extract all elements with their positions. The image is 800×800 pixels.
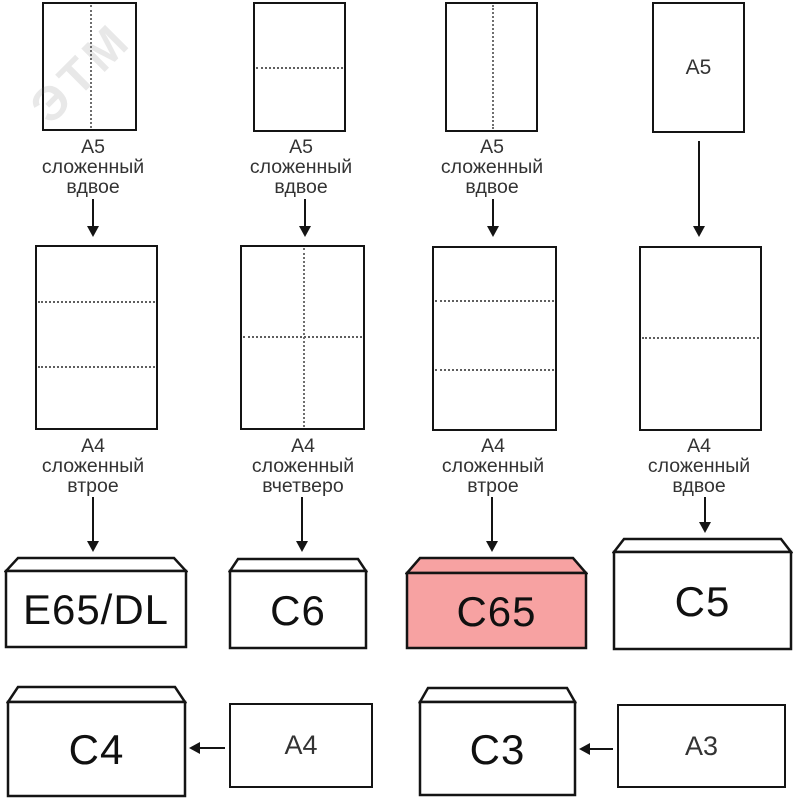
fold-line-horizontal	[435, 369, 554, 372]
envelope-c5: C5	[612, 537, 793, 651]
envelope-label: C3	[469, 725, 526, 773]
envelope-body	[4, 569, 188, 649]
arrow-down-icon	[486, 497, 498, 552]
envelope-c3: C3	[418, 686, 577, 797]
envelope-label: C6	[270, 586, 326, 634]
paper-a4-col4	[639, 246, 762, 431]
fold-line-horizontal	[256, 67, 343, 69]
paper-a4-col3	[432, 246, 557, 431]
caption-line: A5	[289, 136, 313, 158]
envelope-c65-highlighted: C65	[405, 556, 588, 650]
caption-line: вдвое	[672, 475, 726, 497]
caption-line: сложенный	[41, 156, 145, 178]
caption-line: вчетверо	[262, 475, 344, 497]
envelope-body	[405, 571, 588, 650]
envelope-body	[6, 700, 187, 798]
envelope-body	[612, 550, 793, 651]
caption-a4-col2: A4 сложенный вчетверо	[203, 436, 403, 496]
paper-a4-source: A4	[229, 703, 373, 788]
caption-a4-col4: A4 сложенный вдвое	[599, 436, 799, 496]
fold-line-vertical	[89, 5, 92, 128]
caption-a5-col2: A5 сложенный вдвое	[201, 137, 401, 197]
envelope-label: C4	[68, 726, 125, 773]
caption-line: A5	[480, 136, 504, 158]
envelope-body	[228, 569, 368, 650]
caption-line: вдвое	[66, 176, 120, 198]
caption-line: A4	[481, 435, 505, 457]
caption-line: вдвое	[465, 176, 519, 198]
caption-a4-col3: A4 сложенный втрое	[393, 436, 593, 496]
fold-line-horizontal	[435, 300, 554, 303]
caption-line: сложенный	[440, 156, 544, 178]
paper-label: A4	[284, 730, 318, 760]
paper-a5-col4: A5	[652, 2, 745, 133]
fold-line-horizontal	[642, 336, 759, 339]
fold-line-horizontal	[38, 301, 155, 304]
caption-line: втрое	[467, 475, 519, 497]
envelope-label: C65	[456, 587, 537, 635]
caption-line: A5	[81, 136, 105, 158]
paper-a5-col2	[253, 2, 346, 132]
envelope-e65-dl: E65/DL	[4, 556, 188, 649]
arrow-down-icon	[296, 497, 308, 552]
caption-line: сложенный	[441, 455, 545, 477]
envelope-c6: C6	[228, 557, 368, 650]
paper-a5-col3	[445, 2, 538, 132]
caption-a4-col1: A4 сложенный втрое	[0, 436, 193, 496]
fold-line-horizontal	[38, 366, 155, 369]
arrow-down-icon	[693, 141, 705, 237]
arrow-left-icon	[579, 743, 613, 755]
fold-line-horizontal	[243, 335, 362, 338]
arrow-down-icon	[487, 199, 499, 237]
paper-a4-col2	[240, 245, 365, 430]
envelope-flap	[6, 685, 187, 704]
envelope-flap	[228, 557, 368, 573]
envelope-flap	[612, 537, 793, 554]
caption-line: вдвое	[274, 176, 328, 198]
paper-label: A3	[684, 730, 719, 761]
envelope-body	[418, 700, 577, 797]
envelope-c4: C4	[6, 685, 187, 798]
caption-line: втрое	[67, 475, 119, 497]
envelope-flap	[405, 556, 588, 575]
envelope-flap	[4, 556, 188, 573]
paper-a5-label: A5	[685, 55, 712, 79]
arrow-down-icon	[87, 199, 99, 237]
caption-line: A4	[81, 435, 105, 457]
paper-a5-col1	[42, 2, 137, 131]
caption-a5-col3: A5 сложенный вдвое	[392, 137, 592, 197]
caption-line: сложенный	[41, 455, 145, 477]
arrow-down-icon	[87, 497, 99, 552]
paper-a3-source: A3	[617, 704, 786, 788]
arrow-down-icon	[299, 199, 311, 237]
fold-line-vertical	[491, 5, 494, 129]
arrow-left-icon	[189, 742, 225, 754]
paper-a4-col1	[35, 245, 158, 430]
arrow-down-icon	[699, 497, 711, 533]
caption-line: сложенный	[249, 156, 353, 178]
caption-line: A4	[687, 435, 711, 457]
envelope-flap	[418, 686, 577, 704]
envelope-label: E65/DL	[22, 586, 170, 633]
caption-line: сложенный	[647, 455, 751, 477]
envelope-label: C5	[674, 577, 731, 625]
caption-a5-col1: A5 сложенный вдвое	[0, 137, 193, 197]
caption-line: сложенный	[251, 455, 355, 477]
caption-line: A4	[291, 435, 315, 457]
